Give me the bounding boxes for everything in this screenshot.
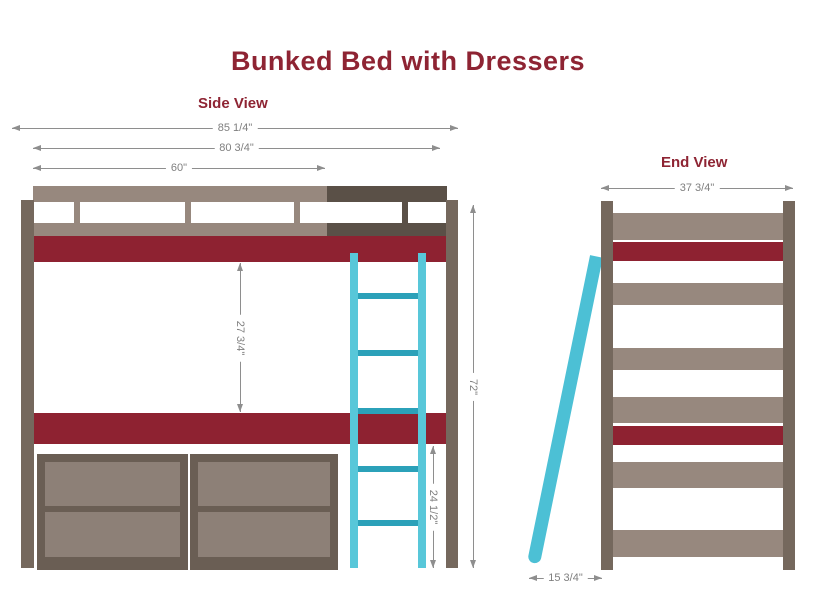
dimension-label: 72" (467, 372, 479, 401)
arrow-up-icon (429, 446, 436, 454)
dimension-frame-width: 80 3/4" (33, 142, 440, 154)
end-post-left (601, 201, 613, 570)
upper-mattress-end (613, 242, 783, 261)
dresser-right (190, 454, 338, 570)
end-slat (613, 283, 783, 305)
arrow-right-icon (785, 185, 793, 191)
dimension-overall-width: 85 1/4" (12, 122, 458, 134)
dimension-label: 60" (165, 162, 193, 174)
dimension-label: 85 1/4" (212, 122, 258, 134)
ladder-rung (351, 293, 425, 299)
ladder-rung (351, 466, 425, 472)
top-rail-dark-section (327, 186, 447, 202)
drawer (45, 462, 180, 506)
rail-spindle (74, 201, 80, 224)
drawer (198, 462, 330, 506)
arrow-right-icon (594, 575, 602, 581)
lower-mattress (33, 413, 446, 444)
arrow-up-icon (469, 205, 476, 213)
end-slat (613, 213, 783, 240)
arrow-up-icon (236, 263, 243, 271)
lower-mattress-end (613, 426, 783, 445)
rail-spindle (185, 201, 191, 224)
dimension-label: 27 3/4" (234, 314, 246, 361)
side-post-left (21, 200, 34, 568)
ladder-rung (351, 520, 425, 526)
end-post-right (783, 201, 795, 570)
arrow-right-icon (450, 125, 458, 131)
dimension-overall-height: 72" (467, 205, 479, 568)
end-slat (613, 397, 783, 423)
dimension-label: 15 3/4" (543, 572, 588, 584)
arrow-left-icon (12, 125, 20, 131)
dimension-guard-rail-width: 60" (33, 162, 325, 174)
arrow-left-icon (33, 145, 41, 151)
page-title: Bunked Bed with Dressers (230, 46, 586, 76)
leaning-ladder (527, 255, 603, 565)
dimension-label: 24 1/2" (427, 483, 439, 531)
end-slat (613, 462, 783, 488)
arrow-left-icon (33, 165, 41, 171)
arrow-right-icon (317, 165, 325, 171)
upper-mattress (33, 236, 446, 262)
rail-spindle (294, 201, 300, 224)
side-post-right (446, 200, 458, 568)
dimension-label: 37 3/4" (674, 182, 720, 194)
arrow-left-icon (529, 575, 537, 581)
top-rail (33, 186, 327, 202)
arrow-left-icon (601, 185, 609, 191)
arrow-down-icon (429, 560, 436, 568)
ladder-rung (351, 350, 425, 356)
end-view-label: End View (661, 154, 728, 171)
mid-rail-dark-section (327, 223, 447, 236)
dimension-ladder-base-offset: 15 3/4" (529, 572, 602, 584)
arrow-down-icon (236, 404, 243, 412)
mid-rail (33, 223, 327, 236)
dimension-overall-depth: 37 3/4" (601, 182, 793, 194)
dimension-label: 80 3/4" (214, 142, 259, 154)
drawer (45, 512, 180, 557)
rail-spindle-dark (402, 201, 408, 224)
end-slat (613, 348, 783, 370)
drawer (198, 512, 330, 557)
dresser-left (37, 454, 188, 570)
dimension-bunk-clearance: 27 3/4" (234, 263, 246, 412)
end-slat (613, 530, 783, 557)
arrow-right-icon (432, 145, 440, 151)
ladder-rung (351, 408, 425, 414)
side-view-label: Side View (198, 95, 268, 112)
arrow-down-icon (469, 560, 476, 568)
ladder-rail-right (418, 253, 426, 568)
ladder-rail-left (350, 253, 358, 568)
dimension-under-bed-height: 24 1/2" (427, 446, 439, 568)
